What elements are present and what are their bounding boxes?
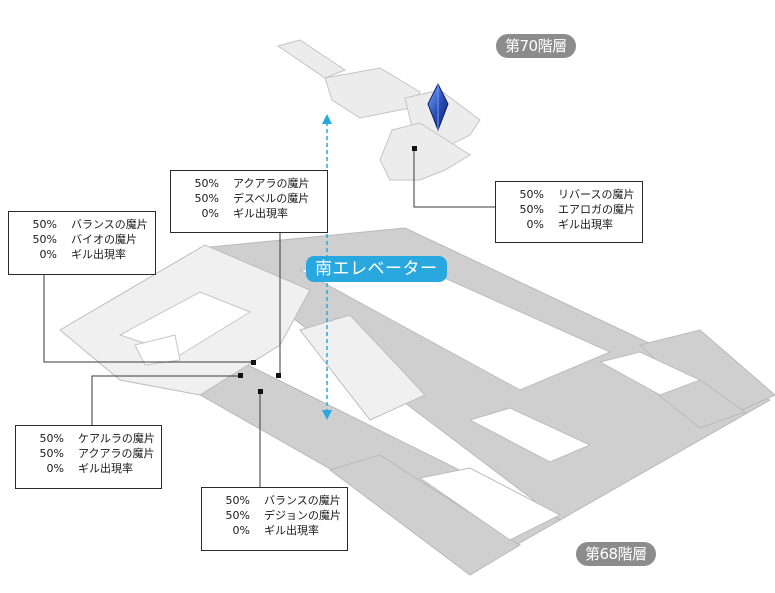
callout-lines bbox=[43, 150, 495, 487]
drop-row: 50% デスベルの魔片 bbox=[171, 191, 327, 206]
drop-item: デジョンの魔片 bbox=[264, 509, 341, 522]
drop-rate: 50% bbox=[39, 432, 64, 445]
treasure-marker-icon bbox=[412, 146, 417, 151]
drop-rate: 50% bbox=[32, 233, 57, 246]
drop-row: 50% リバースの魔片 bbox=[496, 187, 642, 202]
drop-rate: 0% bbox=[526, 218, 544, 231]
drop-rate: 0% bbox=[46, 462, 64, 475]
drop-item: バランスの魔片 bbox=[264, 494, 341, 507]
drop-item: バイオの魔片 bbox=[71, 233, 137, 246]
drop-rate: 0% bbox=[232, 524, 250, 537]
drop-item: ギル出現率 bbox=[233, 207, 288, 220]
elevator-label: 南エレベーター bbox=[306, 256, 447, 282]
drop-item: ケアルラの魔片 bbox=[78, 432, 155, 445]
drop-row: 0% ギル出現率 bbox=[171, 206, 327, 221]
floor-68-west-voids bbox=[118, 291, 252, 366]
treasure-marker-icon bbox=[276, 373, 281, 378]
drop-rate: 0% bbox=[39, 248, 57, 261]
drop-rate: 50% bbox=[194, 177, 219, 190]
drop-row: 50% バランスの魔片 bbox=[202, 493, 347, 508]
treasure-marker-icon bbox=[258, 389, 263, 394]
save-crystal-icon bbox=[427, 82, 449, 132]
drop-rate: 50% bbox=[519, 188, 544, 201]
drop-info-box-bottom-center: 50% バランスの魔片 50% デジョンの魔片 0% ギル出現率 bbox=[201, 487, 348, 551]
drop-row: 0% ギル出現率 bbox=[202, 523, 347, 538]
elevator-arrow-down-icon bbox=[322, 410, 332, 420]
drop-info-box-right: 50% リバースの魔片 50% エアロガの魔片 0% ギル出現率 bbox=[495, 181, 643, 243]
drop-item: エアロガの魔片 bbox=[558, 203, 635, 216]
drop-rate: 50% bbox=[225, 509, 250, 522]
drop-row: 50% エアロガの魔片 bbox=[496, 202, 642, 217]
drop-item: アクアラの魔片 bbox=[78, 447, 155, 460]
drop-item: デスベルの魔片 bbox=[233, 192, 310, 205]
drop-rate: 50% bbox=[225, 494, 250, 507]
drop-item: ギル出現率 bbox=[78, 462, 133, 475]
drop-info-box-top-center: 50% アクアラの魔片 50% デスベルの魔片 0% ギル出現率 bbox=[170, 170, 328, 233]
drop-row: 0% ギル出現率 bbox=[9, 247, 155, 262]
treasure-marker-icon bbox=[251, 360, 256, 365]
drop-item: バランスの魔片 bbox=[71, 218, 148, 231]
elevator-arrow-up-icon bbox=[322, 114, 332, 124]
drop-item: ギル出現率 bbox=[264, 524, 319, 537]
drop-row: 0% ギル出現率 bbox=[496, 217, 642, 232]
drop-rate: 0% bbox=[201, 207, 219, 220]
floor-68-voids bbox=[298, 257, 702, 541]
drop-rate: 50% bbox=[519, 203, 544, 216]
drop-item: ギル出現率 bbox=[558, 218, 613, 231]
drop-item: ギル出現率 bbox=[71, 248, 126, 261]
drop-row: 50% アクアラの魔片 bbox=[16, 446, 161, 461]
treasure-markers bbox=[238, 146, 417, 394]
drop-rate: 50% bbox=[32, 218, 57, 231]
drop-item: アクアラの魔片 bbox=[233, 177, 310, 190]
drop-info-box-top-left: 50% バランスの魔片 50% バイオの魔片 0% ギル出現率 bbox=[8, 211, 156, 275]
drop-rate: 50% bbox=[39, 447, 64, 460]
floor-70-label: 第70階層 bbox=[496, 34, 576, 58]
drop-info-box-bottom-left: 50% ケアルラの魔片 50% アクアラの魔片 0% ギル出現率 bbox=[15, 425, 162, 489]
drop-row: 0% ギル出現率 bbox=[16, 461, 161, 476]
treasure-marker-icon bbox=[238, 373, 243, 378]
floor-68-label: 第68階層 bbox=[576, 542, 656, 566]
drop-row: 50% ケアルラの魔片 bbox=[16, 431, 161, 446]
drop-row: 50% バランスの魔片 bbox=[9, 217, 155, 232]
floor-70-map bbox=[276, 39, 481, 181]
drop-rate: 50% bbox=[194, 192, 219, 205]
drop-item: リバースの魔片 bbox=[558, 188, 635, 201]
drop-row: 50% バイオの魔片 bbox=[9, 232, 155, 247]
drop-row: 50% デジョンの魔片 bbox=[202, 508, 347, 523]
drop-row: 50% アクアラの魔片 bbox=[171, 176, 327, 191]
